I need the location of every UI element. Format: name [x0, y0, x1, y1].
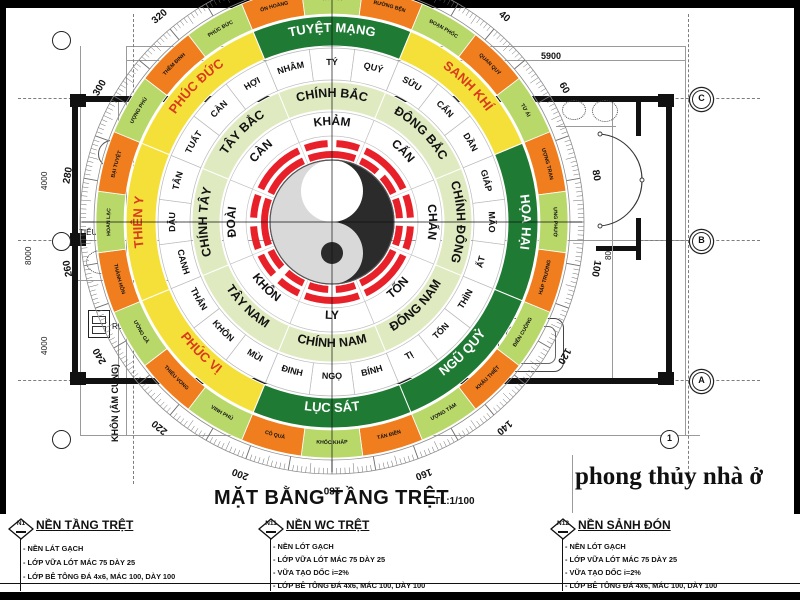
legend-stem — [270, 539, 272, 591]
svg-text:100: 100 — [589, 259, 603, 278]
legend-line: NỀN LÓT GẠCH — [273, 542, 334, 551]
legend-tag-bar — [558, 531, 568, 533]
scale-label: TL:1/100 — [434, 496, 475, 507]
svg-text:260: 260 — [61, 259, 75, 278]
grid-mark-b[interactable]: B — [692, 232, 711, 251]
legend-tag-bar — [266, 531, 276, 533]
legend-line: LỚP BÊ TÔNG ĐÁ 4x6, MÁC 100, DÀY 100 — [273, 581, 426, 590]
partition-right-mid — [636, 218, 641, 260]
svg-text:320: 320 — [150, 7, 170, 26]
legend-tag-n1: N1 — [16, 520, 26, 527]
svg-text:300: 300 — [91, 78, 109, 98]
legend-line: LỚP BÊ TÔNG ĐÁ 4x6, MÁC 100, DÀY 100 — [23, 572, 176, 581]
ring-24-mountains: GIÁPMÃOẤTTHÌNTỐNTỊBÍNHNGỌĐINHMÙIKHÔNTHÂN… — [157, 47, 507, 397]
grid-mark-a[interactable]: A — [692, 372, 711, 391]
svg-text:80: 80 — [589, 169, 602, 182]
grid-mark-left-b[interactable] — [52, 232, 71, 251]
bottom-border-band — [0, 592, 800, 600]
plant-icon-3 — [562, 100, 586, 120]
svg-text:280: 280 — [61, 166, 75, 185]
column-tr — [658, 94, 674, 107]
svg-text:200: 200 — [230, 466, 250, 482]
svg-text:TỊ: TỊ — [403, 349, 415, 362]
column-br — [658, 372, 674, 385]
legend-line: VỮA TẠO DỐC i=2% — [565, 568, 641, 577]
legend-stem — [20, 539, 22, 591]
brand-watermark: phong thủy nhà ở — [575, 463, 764, 490]
legend-block: N1 NỀN TẦNG TRỆT NỀN LÁT GẠCH LỚP VỮA LÓ… — [0, 514, 800, 592]
legend-tag-n12: N12 — [557, 520, 569, 527]
sink-basin — [92, 316, 106, 324]
column-tl — [70, 94, 86, 107]
protractor-ticks — [80, 0, 584, 474]
left-border-band — [0, 0, 6, 600]
svg-text:ẤT: ẤT — [474, 254, 487, 269]
partition-door-sill — [596, 246, 641, 251]
column-bl — [70, 372, 86, 385]
svg-text:140: 140 — [494, 418, 514, 437]
grid-mark-left-1[interactable] — [52, 430, 71, 449]
dimension-top-right: 5900 — [541, 51, 562, 61]
brand-divider — [572, 455, 574, 513]
legend-title-n11: NỀN WC TRỆT — [286, 518, 370, 532]
page-title: MẶT BẰNG TẦNG TRỆT — [214, 487, 449, 509]
partition-right-upper — [636, 96, 641, 136]
legend-line: NỀN LÓT GẠCH — [565, 542, 626, 551]
legend-line: LỚP VỮA LÓT MÁC 75 DÀY 25 — [565, 555, 678, 564]
grid-mark-left-top[interactable] — [52, 31, 71, 50]
floor-plan: 5750 5900 4000 8000 4000 — [18, 0, 760, 502]
plant-icon-4 — [592, 100, 618, 122]
grid-mark-c[interactable]: C — [692, 90, 711, 109]
column-ml — [70, 233, 86, 246]
inner-guide-right — [612, 102, 613, 378]
legend-title-n12: NỀN SẢNH ĐÓN — [578, 518, 671, 532]
legend-line: VỮA TẠO DỐC i=2% — [273, 568, 349, 577]
legend-tag-bar — [16, 531, 26, 533]
svg-text:120: 120 — [555, 346, 573, 366]
legend-stem — [562, 539, 564, 591]
svg-text:60: 60 — [556, 81, 571, 97]
svg-text:180: 180 — [323, 484, 340, 495]
door-swing-right — [597, 131, 645, 229]
grid-mark-1[interactable]: 1 — [660, 430, 679, 449]
svg-text:160: 160 — [413, 466, 433, 482]
right-border-band — [794, 0, 800, 600]
svg-text:220: 220 — [150, 417, 170, 436]
sink-basin-2 — [92, 326, 106, 334]
legend-line: NỀN LÁT GẠCH — [23, 544, 84, 553]
legend-line: LỚP VỮA LÓT MÁC 75 DÀY 25 — [23, 558, 136, 567]
legend-line: LỚP VỮA LÓT MÁC 75 DÀY 25 — [273, 555, 386, 564]
svg-text:TÂN: TÂN — [170, 170, 184, 191]
dimension-left-lower: 4000 — [40, 336, 49, 355]
wall-right — [666, 96, 672, 384]
svg-text:40: 40 — [496, 9, 512, 25]
dimension-left-total: 8000 — [24, 246, 33, 265]
svg-text:240: 240 — [91, 346, 109, 366]
legend-line: LỚP BÊ TÔNG ĐÁ 4x6, MÁC 100, DÀY 100 — [565, 581, 718, 590]
dimension-left-upper: 4000 — [40, 171, 49, 190]
legend-title-n1: NỀN TẦNG TRỆT — [36, 518, 134, 532]
legend-tag-n11: N11 — [265, 520, 277, 527]
